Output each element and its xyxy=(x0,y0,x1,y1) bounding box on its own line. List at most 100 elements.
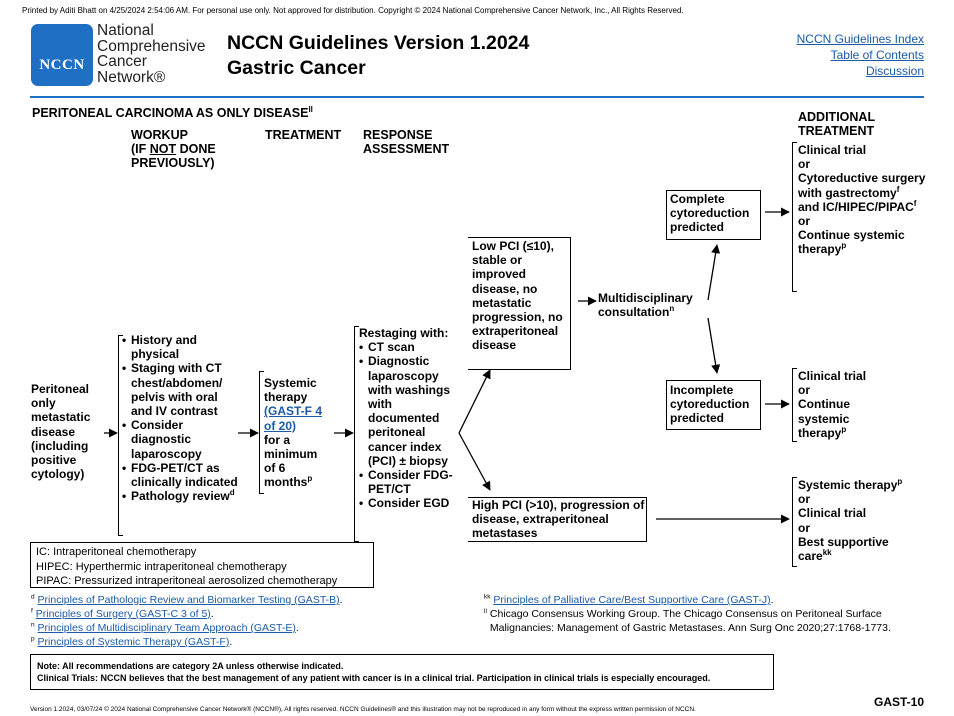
org-line: Network® xyxy=(97,68,166,86)
footnote-sup: d xyxy=(229,488,235,498)
header-line: (IF NOT DONE xyxy=(131,142,216,156)
workup-item: Pathology reviewd xyxy=(122,488,240,504)
discussion-link[interactable]: Discussion xyxy=(865,64,924,78)
footnotes-right: kk Principles of Palliative Care/Best Su… xyxy=(484,593,904,635)
arrow-to-incomplete xyxy=(707,317,721,374)
footnote-link-gast-b[interactable]: Principles of Pathologic Review and Biom… xyxy=(37,594,340,606)
restaging-title: Restaging with: xyxy=(359,326,449,340)
footnote: d Principles of Pathologic Review and Bi… xyxy=(31,593,343,607)
gast-f-4-link[interactable]: (GAST-F 4 of 20) xyxy=(264,404,323,433)
treatment-box: Systemic therapy (GAST-F 4 of 20) for a … xyxy=(264,376,330,490)
start-box: Peritoneal only metastatic disease (incl… xyxy=(31,382,103,481)
outcome-line: Continue systemic therapy xyxy=(798,228,905,257)
high-pci-box: High PCI (>10), progression of disease, … xyxy=(472,498,645,541)
abbreviation: PIPAC: Pressurized intraperitoneal aeros… xyxy=(36,575,338,587)
mdt-text: Multidisciplinary consultation xyxy=(598,291,693,320)
start-line: cytology) xyxy=(31,467,85,482)
footnote-sup: p xyxy=(31,635,35,643)
workup-list: History and physical Staging with CT che… xyxy=(122,333,240,504)
outcome-line: Cytoreductive surgery with gastrectomy xyxy=(798,171,926,200)
start-line: Peritoneal xyxy=(31,382,90,396)
abbreviations-box: IC: Intraperitoneal chemotherapy HIPEC: … xyxy=(30,542,374,588)
outcome-high-bracket xyxy=(792,477,797,567)
header-line: WORKUP xyxy=(131,128,188,142)
restaging-bracket xyxy=(354,326,359,542)
outcome-line: Best supportive care xyxy=(798,534,889,564)
outcome-line: or xyxy=(798,214,810,229)
footnote-link-gast-c[interactable]: Principles of Surgery (GAST-C 3 of 5) xyxy=(35,608,211,620)
footnote: f Principles of Surgery (GAST-C 3 of 5). xyxy=(31,607,343,621)
footnote-sup: f xyxy=(913,198,917,208)
header-line: ASSESSMENT xyxy=(363,142,450,156)
outcome-line: Clinical trial xyxy=(798,506,867,521)
footnote-sup: n xyxy=(669,304,675,314)
footnote-link-gast-j[interactable]: Principles of Palliative Care/Best Suppo… xyxy=(493,594,771,606)
additional-header: ADDITIONAL TREATMENT xyxy=(798,110,875,138)
outcome-line: Continue systemic therapy xyxy=(798,397,850,440)
page-title: NCCN Guidelines Version 1.2024 Gastric C… xyxy=(227,31,529,81)
workup-item: FDG-PET/CT as clinically indicated xyxy=(122,461,240,489)
section-title: PERITONEAL CARCINOMA AS ONLY DISEASEll xyxy=(32,104,313,120)
outcome-line: or xyxy=(798,492,810,507)
footnote-tail: . xyxy=(210,608,214,620)
outcome-line: and IC/HIPEC/PIPAC xyxy=(798,199,914,214)
footnotes-left: d Principles of Pathologic Review and Bi… xyxy=(31,593,343,649)
outcome-complete-bracket xyxy=(792,142,797,292)
header-line: PREVIOUSLY) xyxy=(131,156,215,170)
restaging-item: Consider FDG-PET/CT xyxy=(359,468,459,496)
footnote-sup: kk xyxy=(822,548,832,558)
start-line: only xyxy=(31,396,56,411)
footnote-sup: f xyxy=(896,184,900,194)
outcome-line: or xyxy=(798,383,810,398)
footnote-sup: kk xyxy=(484,593,491,601)
subtitle-line: Gastric Cancer xyxy=(227,57,366,79)
response-header: RESPONSE ASSESSMENT xyxy=(363,128,449,156)
incomplete-box: Incomplete cytoreduction predicted xyxy=(670,383,750,426)
outcome-line: Clinical trial xyxy=(798,369,867,383)
treatment-text: Systemic therapy xyxy=(264,376,317,405)
start-line: disease xyxy=(31,424,76,439)
printed-by-line: Printed by Aditi Bhatt on 4/25/2024 2:54… xyxy=(22,6,684,15)
workup-item-text: Pathology review xyxy=(131,489,230,504)
footnote-sup: n xyxy=(31,621,35,629)
footnote-sup: f xyxy=(31,607,33,615)
table-of-contents-link[interactable]: Table of Contents xyxy=(830,48,924,62)
guidelines-index-link[interactable]: NCCN Guidelines Index xyxy=(796,32,924,46)
outcome-line: or xyxy=(798,520,810,535)
footnote-link-gast-f[interactable]: Principles of Systemic Therapy (GAST-F) xyxy=(37,636,230,648)
abbreviation: HIPEC: Hyperthermic intraperitoneal chem… xyxy=(36,560,287,573)
section-title-sup: ll xyxy=(308,104,313,114)
note-line: Clinical Trials: NCCN believes that the … xyxy=(37,673,711,683)
org-line: Cancer xyxy=(97,53,147,70)
abbreviation: IC: Intraperitoneal chemotherapy xyxy=(36,546,197,558)
outcome-high-box: Systemic therapyp or Clinical trial or B… xyxy=(798,478,923,564)
restaging-item: Consider EGD xyxy=(359,496,459,510)
footnote-link-gast-e[interactable]: Principles of Multidisciplinary Team App… xyxy=(37,622,296,634)
header-rule xyxy=(30,96,924,98)
footnote-tail: . xyxy=(770,594,774,606)
section-title-text: PERITONEAL CARCINOMA AS ONLY DISEASE xyxy=(32,106,309,120)
workup-item: Consider diagnostic laparoscopy xyxy=(122,418,240,461)
start-line: metastatic xyxy=(31,410,91,425)
footnote-tail: . xyxy=(339,594,343,606)
footnote-text: Chicago Consensus Working Group. The Chi… xyxy=(489,608,891,634)
nccn-logo: NCCN xyxy=(31,24,93,86)
logo-text: NCCN xyxy=(39,57,85,73)
incomplete-bracket-right xyxy=(666,380,761,430)
restaging-item: Diagnostic laparoscopy with washings wit… xyxy=(359,354,459,468)
title-line: NCCN Guidelines Version 1.2024 xyxy=(227,32,530,54)
header-line: ADDITIONAL xyxy=(798,110,876,124)
org-name: National Comprehensive Cancer Network® xyxy=(97,23,206,85)
arrow-to-high-pci xyxy=(458,432,491,491)
complete-bracket-right xyxy=(666,190,761,240)
outcome-line: or xyxy=(798,157,810,172)
high-pci-bracket xyxy=(468,497,647,542)
footnote-sup: p xyxy=(841,424,847,434)
header-line: TREATMENT xyxy=(798,124,875,138)
start-line: (including xyxy=(31,438,89,453)
arrow-to-complete xyxy=(707,244,721,301)
footnote-tail: . xyxy=(295,622,299,634)
arrow-to-low-pci xyxy=(458,369,491,434)
